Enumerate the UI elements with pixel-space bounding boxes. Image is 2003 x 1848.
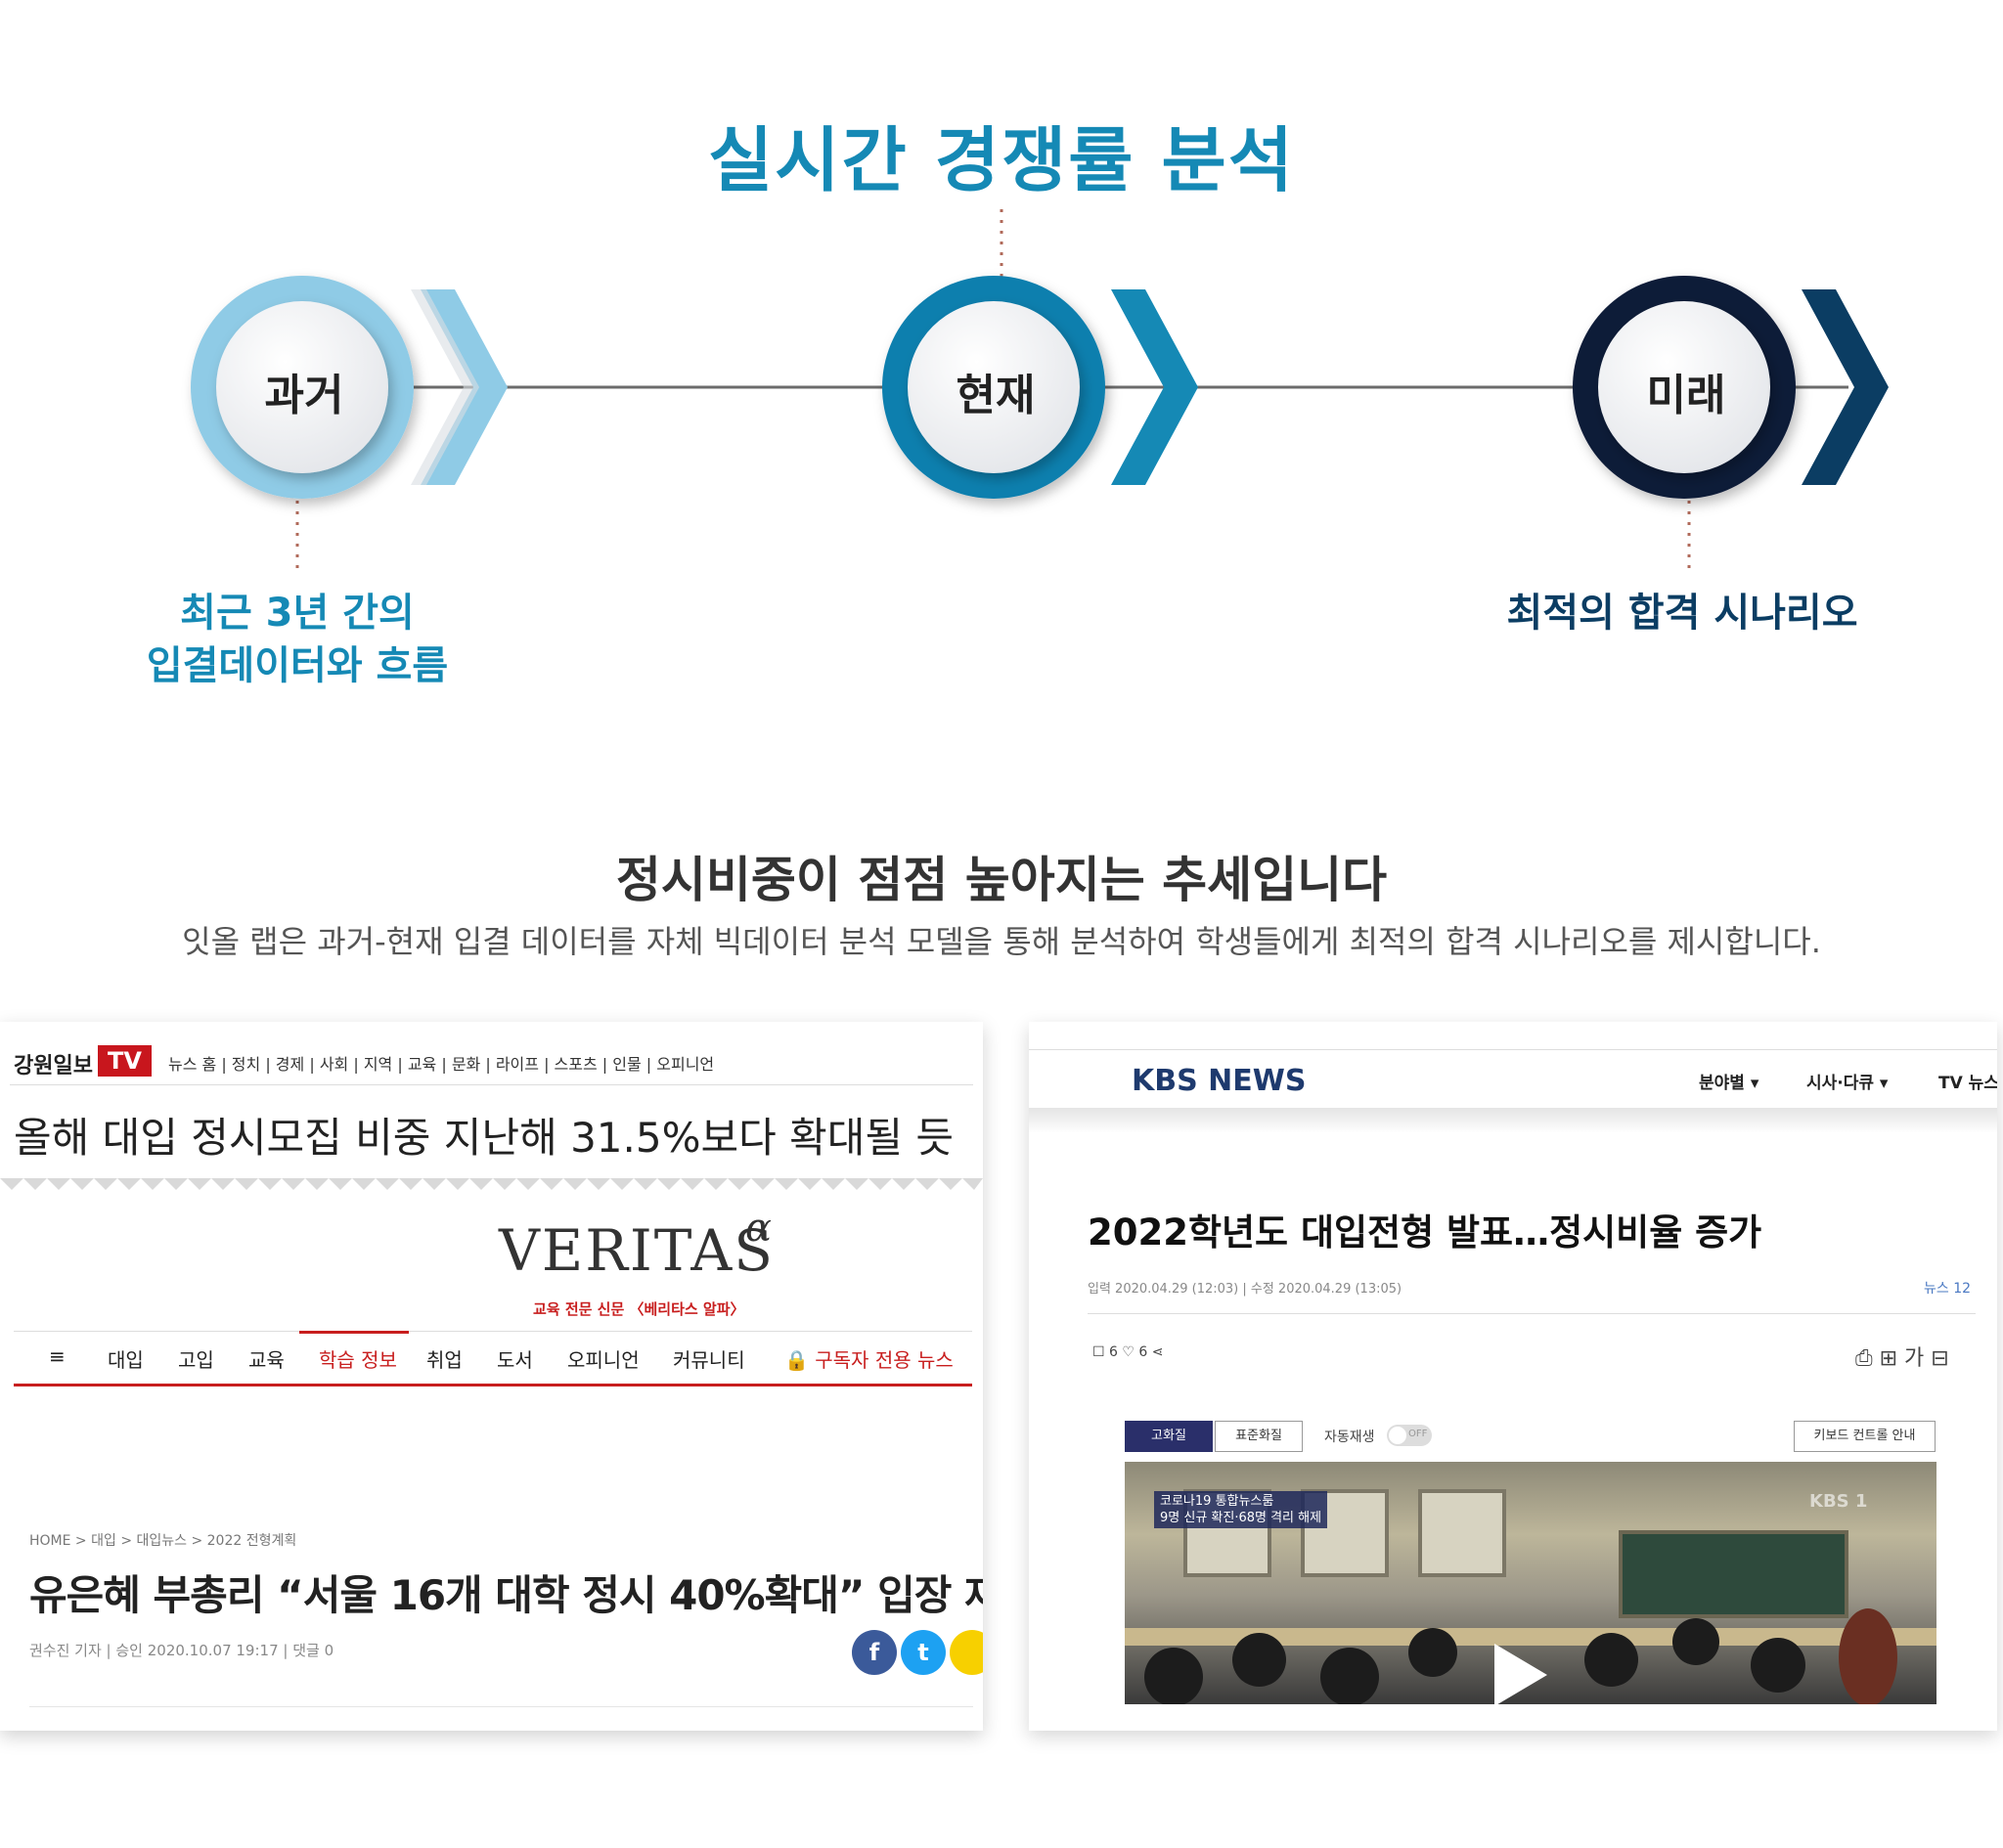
node-past (191, 276, 508, 499)
kbs-reactions[interactable]: ☐ 6 ♡ 6 ⋖ (1092, 1344, 1164, 1360)
student (1584, 1633, 1638, 1687)
keyboard-guide-button[interactable]: 키보드 컨트롤 안내 (1794, 1421, 1936, 1452)
veritas-logo[interactable]: VERITAS (499, 1217, 775, 1284)
main-title: 실시간 경쟁률 분석 (707, 119, 1296, 201)
past-caption-line-2: 입결데이터와 흐름 (146, 643, 449, 688)
video-watermark: KBS 1 (1809, 1491, 1868, 1512)
divider (29, 1706, 973, 1707)
nav-active-indicator (299, 1331, 409, 1334)
past-caption-line-1: 최근 3년 간의 (180, 591, 415, 636)
nav-item-jobs[interactable]: 취업 (426, 1348, 463, 1372)
autoplay-label: 자동재생 (1324, 1430, 1375, 1445)
student (1751, 1638, 1805, 1693)
divider (14, 1384, 972, 1386)
play-icon[interactable] (1494, 1644, 1547, 1704)
veritas-subtitle: 교육 전문 신문 〈베리타스 알파〉 (533, 1300, 745, 1318)
veritas-alpha: α (745, 1206, 773, 1251)
divider (1029, 1049, 1997, 1050)
header-shadow (1029, 1108, 1997, 1133)
node-label-present: 현재 (956, 371, 1036, 420)
nav-item-subscriber-news[interactable]: 🔒 구독자 전용 뉴스 (784, 1348, 954, 1372)
trend-title: 정시비중이 점점 높아지는 추세입니다 (615, 852, 1388, 908)
nav-item-education[interactable]: 교육 (248, 1348, 285, 1372)
student (1672, 1618, 1719, 1665)
gangwon-headline[interactable]: 올해 대입 정시모집 비중 지난해 31.5%보다 확대될 듯 (14, 1114, 955, 1162)
menu-icon[interactable]: ≡ (49, 1344, 66, 1368)
nav-item-community[interactable]: 커뮤니티 (673, 1348, 745, 1372)
autoplay-toggle[interactable]: OFF (1387, 1425, 1432, 1446)
student (1144, 1648, 1203, 1704)
high-quality-button[interactable]: 고화질 (1125, 1421, 1213, 1452)
toggle-state: OFF (1408, 1429, 1428, 1439)
timeline (191, 209, 1889, 572)
student (1839, 1608, 1897, 1704)
article-card-right: KBS NEWS 분야별 ▾ 시사·다큐 ▾ TV 뉴스 2022학년도 대입전… (1029, 1022, 1997, 1731)
gangwon-news-header: 강원일보 TV 뉴스 홈 | 정치 | 경제 | 사회 | 지역 | 교육 | … (0, 1022, 983, 1178)
student (1232, 1633, 1286, 1687)
blackboard (1619, 1530, 1848, 1618)
nav-item-study-info[interactable]: 학습 정보 (319, 1348, 397, 1372)
kbs-menu-tv-news[interactable]: TV 뉴스 (1938, 1074, 1997, 1093)
article-meta: 권수진 기자 | 승인 2020.10.07 19:17 | 댓글 0 (29, 1642, 334, 1659)
video-player[interactable]: 코로나19 통합뉴스룸 9명 신규 확진·68명 격리 해제 KBS 1 (1125, 1462, 1936, 1704)
future-caption: 최적의 합격 시나리오 (1506, 591, 1858, 636)
kbs-menu-current-affairs[interactable]: 시사·다큐 ▾ (1806, 1074, 1889, 1093)
divider (10, 1084, 973, 1085)
kbs-menu-category[interactable]: 분야별 ▾ (1699, 1074, 1759, 1093)
student (1408, 1628, 1457, 1677)
node-future (1573, 276, 1889, 499)
nav-item-admission[interactable]: 대입 (108, 1348, 144, 1372)
standard-quality-button[interactable]: 표준화질 (1215, 1421, 1303, 1452)
node-label-future: 미래 (1646, 371, 1726, 420)
classroom-window (1418, 1489, 1506, 1577)
kbs-news-logo[interactable]: KBS NEWS (1132, 1064, 1307, 1098)
past-caption: 최근 3년 간의 입결데이터와 흐름 (102, 587, 493, 692)
video-caption: 코로나19 통합뉴스룸 9명 신규 확진·68명 격리 해제 (1154, 1491, 1328, 1528)
gangwon-menu[interactable]: 뉴스 홈 | 정치 | 경제 | 사회 | 지역 | 교육 | 문화 | 라이프… (168, 1055, 715, 1074)
node-label-past: 과거 (264, 371, 344, 420)
video-caption-line-2: 9명 신규 확진·68명 격리 해제 (1160, 1511, 1322, 1525)
toggle-knob (1389, 1427, 1406, 1444)
trend-description: 잇올 랩은 과거-현재 입결 데이터를 자체 빅데이터 분석 모델을 통해 분석… (182, 923, 1821, 960)
kbs-news-count[interactable]: 뉴스 12 (1924, 1281, 1972, 1297)
divider (14, 1331, 972, 1332)
divider (1088, 1313, 1976, 1314)
veritas-headline: 유은혜 부총리 “서울 16개 대학 정시 40%확대” 입장 재확인 (29, 1571, 983, 1619)
kbs-tools[interactable]: ⎙ ⊞ 가 ⊟ (1855, 1346, 1949, 1371)
nav-item-high-school[interactable]: 고입 (178, 1348, 214, 1372)
kbs-headline: 2022학년도 대입전형 발표…정시비율 증가 (1088, 1211, 1762, 1254)
node-present (882, 276, 1198, 499)
twitter-icon[interactable]: t (901, 1630, 946, 1675)
nav-item-books[interactable]: 도서 (497, 1348, 533, 1372)
veritas-nav: ≡ 대입 고입 교육 학습 정보 취업 도서 오피니언 커뮤니티 🔒 구독자 전… (14, 1344, 972, 1384)
video-caption-line-1: 코로나19 통합뉴스룸 (1160, 1494, 1274, 1509)
desk (1125, 1628, 1936, 1646)
kakao-icon[interactable] (950, 1630, 983, 1675)
nav-item-opinion[interactable]: 오피니언 (567, 1348, 640, 1372)
gangwon-tv-badge[interactable]: TV (98, 1045, 152, 1077)
breadcrumb[interactable]: HOME > 대입 > 대입뉴스 > 2022 전형계획 (29, 1533, 297, 1549)
student (1320, 1648, 1379, 1704)
kbs-article-meta: 입력 2020.04.29 (12:03) | 수정 2020.04.29 (1… (1088, 1282, 1402, 1297)
article-card-left: 강원일보 TV 뉴스 홈 | 정치 | 경제 | 사회 | 지역 | 교육 | … (0, 1022, 983, 1731)
gangwon-logo[interactable]: 강원일보 (14, 1054, 93, 1078)
facebook-icon[interactable]: f (852, 1630, 897, 1675)
torn-edge (0, 1178, 983, 1190)
